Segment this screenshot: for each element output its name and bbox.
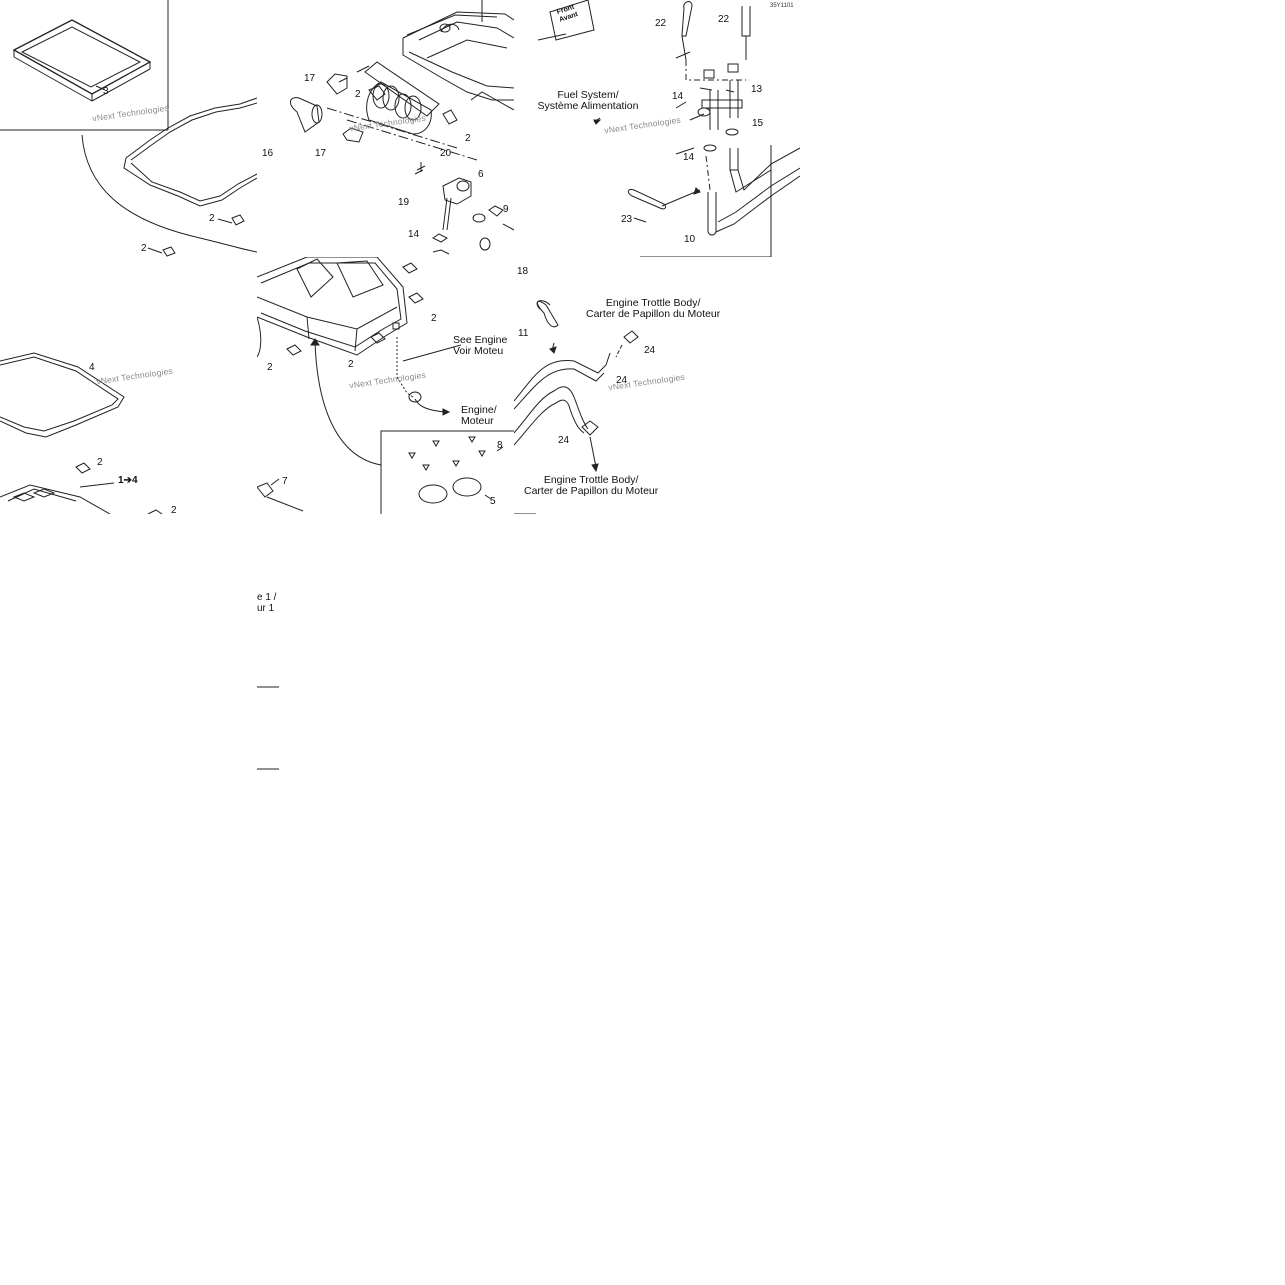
- callout-1-to-4: 1➔4: [118, 475, 138, 486]
- tile-airbox-base: 2 2 2 8 5 7 See Engine Voir Moteu Engine…: [257, 257, 514, 514]
- throttle-hoses-drawing: [514, 300, 639, 514]
- callout-4: 4: [89, 362, 95, 373]
- callout-17: 17: [315, 148, 327, 159]
- throttle-body-caption-1: Engine Trottle Body/ Carter de Papillon …: [586, 297, 721, 320]
- callout-11: 11: [518, 328, 529, 339]
- airbox-top-drawing: [290, 0, 514, 255]
- callout-24: 24: [558, 435, 570, 446]
- callout-2: 2: [355, 89, 361, 100]
- callout-17: 17: [304, 73, 316, 84]
- partial-caption-2: ur 1: [257, 603, 275, 614]
- callout-2: 2: [141, 243, 147, 254]
- fuel-lines-drawing: [537, 0, 800, 257]
- fuel-system-caption: Fuel System/ Système Alimentation: [537, 89, 639, 112]
- callout-14: 14: [408, 229, 420, 240]
- callout-14: 14: [672, 91, 684, 102]
- callout-10: 10: [684, 234, 696, 245]
- callout-2: 2: [267, 362, 273, 373]
- tile-air-filter: 3 2 2 vNext Technologies: [0, 0, 257, 257]
- tile-fuel-lines: Front Avant 35Y1101 22 22 14 13 15 14 23…: [514, 0, 800, 257]
- callout-6: 6: [478, 169, 484, 180]
- callout-24: 24: [616, 375, 628, 386]
- callout-14: 14: [683, 152, 695, 163]
- callout-2: 2: [431, 313, 437, 324]
- callout-5: 5: [490, 496, 496, 507]
- callout-8: 8: [497, 440, 503, 451]
- callout-7: 7: [282, 476, 288, 487]
- callout-22: 22: [655, 18, 667, 29]
- gasket-drawing: [0, 352, 163, 514]
- airbox-base-drawing: [257, 257, 514, 514]
- callout-22: 22: [718, 14, 730, 25]
- reference-code: 35Y1101: [770, 3, 794, 9]
- tile-throttle-hoses: 11 24 24 24 Engine Trottle Body/ Carter …: [514, 257, 771, 514]
- callout-2: 2: [465, 133, 471, 144]
- callout-2: 2: [209, 213, 215, 224]
- partial-caption-1: e 1 /: [257, 592, 277, 603]
- callout-15: 15: [752, 118, 764, 129]
- tile-fragment: e 1 / ur 1: [257, 514, 514, 771]
- tile-gasket: 4 2 1➔4 2 vNext Technologies: [0, 257, 257, 514]
- air-filter-drawing: [0, 0, 257, 257]
- fragment-drawing: [257, 686, 279, 770]
- callout-13: 13: [751, 84, 763, 95]
- see-engine-caption: See Engine Voir Moteu: [453, 334, 508, 357]
- callout-20: 20: [440, 148, 452, 159]
- tile-airbox-top: 17 2 16 17 2 20 6 19 9 14 vNext Technolo…: [257, 0, 514, 257]
- callout-19: 19: [398, 197, 410, 208]
- throttle-body-caption-2: Engine Trottle Body/ Carter de Papillon …: [524, 474, 659, 497]
- callout-9: 9: [503, 204, 509, 215]
- callout-23: 23: [621, 214, 633, 225]
- callout-2: 2: [97, 457, 103, 468]
- callout-3: 3: [103, 86, 109, 97]
- callout-16: 16: [262, 148, 274, 159]
- callout-18: 18: [517, 266, 529, 277]
- callout-24: 24: [644, 345, 656, 356]
- callout-2: 2: [348, 359, 354, 370]
- engine-caption: Engine/ Moteur: [461, 404, 497, 427]
- callout-2: 2: [171, 505, 177, 514]
